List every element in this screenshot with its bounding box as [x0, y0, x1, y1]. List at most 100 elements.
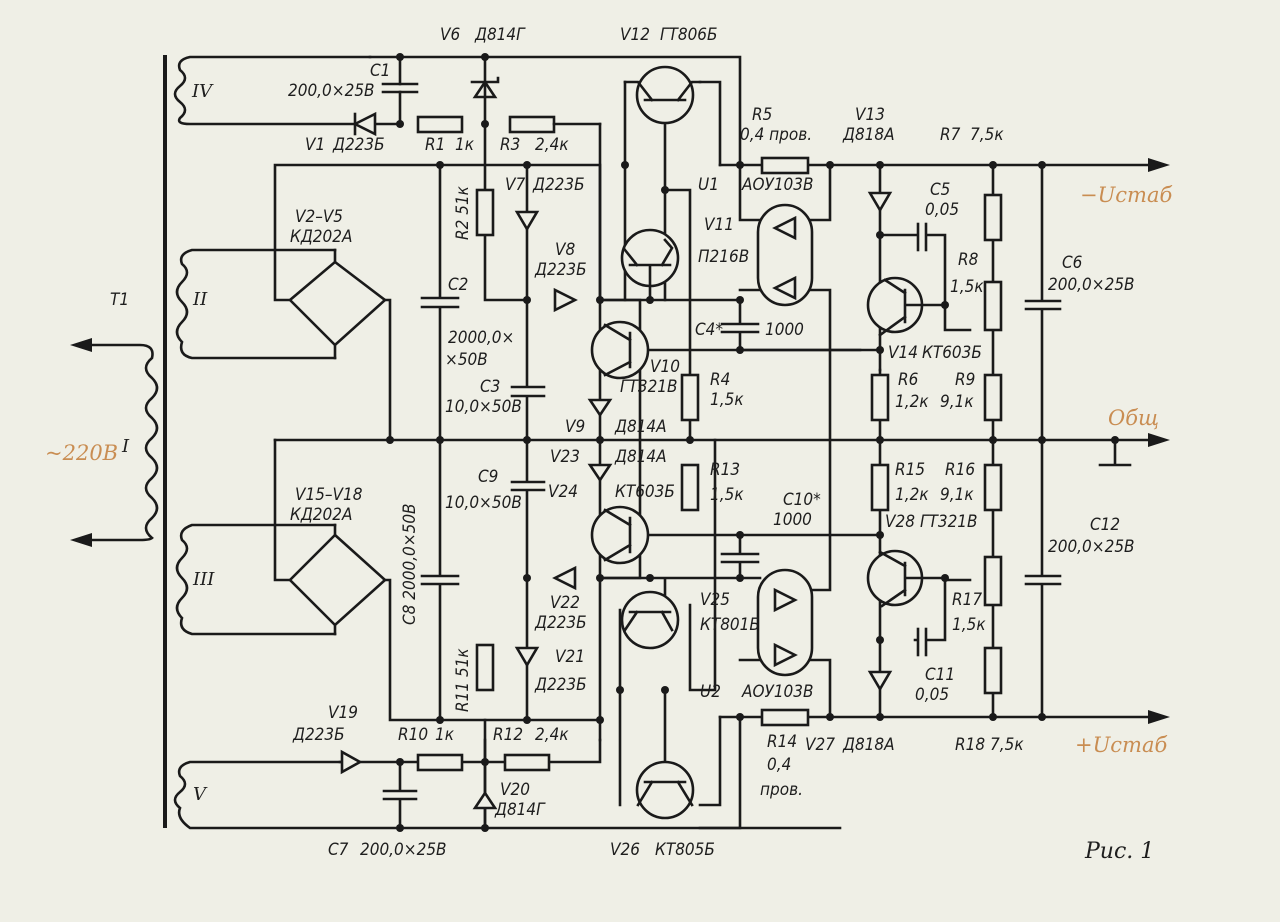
- label-v19-ref: V19: [328, 703, 358, 723]
- capacitor-c9: [510, 480, 546, 492]
- capacitor-c1: [381, 55, 419, 126]
- label-c6-value: 200,0×25В: [1048, 275, 1135, 295]
- transistor-v26: [635, 760, 695, 820]
- neg-output-arrow-icon: [1148, 158, 1170, 172]
- label-r5-value: 0,4 пров.: [740, 125, 812, 145]
- label-winding-v: V: [193, 784, 208, 805]
- label-v14-ref: V14: [888, 343, 918, 363]
- label-mains-voltage: ~220В: [45, 441, 118, 465]
- label-common-output: Общ: [1108, 406, 1159, 430]
- label-r3-ref: R3: [500, 135, 520, 155]
- resistor-r14: [760, 708, 810, 727]
- mains-arrow-bottom-icon: [70, 533, 92, 547]
- capacitor-c12: [1024, 574, 1062, 586]
- label-r15-value: 1,2к: [895, 485, 929, 505]
- label-v27-ref: V27: [805, 735, 835, 755]
- label-v1-value: Д223Б: [332, 135, 385, 155]
- label-v13-ref: V13: [855, 105, 885, 125]
- label-c5-value: 0,05: [925, 200, 959, 220]
- label-c11-value: 0,05: [915, 685, 949, 705]
- u2-photodiode-icon: [773, 587, 798, 613]
- resistor-r17: [983, 555, 1003, 607]
- zener-v27: [867, 670, 893, 692]
- capacitor-c8: [420, 574, 460, 586]
- winding-v: [173, 760, 842, 830]
- bridge-v2-v5: [288, 260, 388, 347]
- label-v1-ref: V1: [305, 135, 325, 155]
- mains-arrow-top-icon: [70, 338, 92, 352]
- labels: T1 I ~220В II III IV V C1 200,0×25В V1 Д…: [45, 25, 1172, 864]
- label-r7-value: 7,5к: [970, 125, 1004, 145]
- label-v28-value: ГТ321В: [920, 512, 978, 532]
- label-v2v5-value: КД202А: [290, 227, 352, 247]
- label-c11-ref: C11: [925, 665, 955, 685]
- label-v12-ref: V12: [620, 25, 650, 45]
- label-c4-ref: C4*: [695, 320, 723, 340]
- label-r1-value: 1к: [455, 135, 475, 155]
- label-r7-ref: R7: [940, 125, 961, 145]
- label-r15-ref: R15: [895, 460, 925, 480]
- zener-v20: [472, 790, 498, 810]
- figure-caption: Рис. 1: [1084, 839, 1154, 864]
- label-v15v18-ref: V15–V18: [295, 485, 363, 505]
- junctions: [386, 53, 1119, 832]
- zener-v9: [587, 398, 613, 418]
- label-v10-value: ГТ321В: [620, 377, 678, 397]
- resistor-r8: [983, 280, 1003, 332]
- capacitor-c6: [1024, 299, 1062, 311]
- resistor-r1: [416, 115, 464, 134]
- label-v26-ref: V26: [610, 840, 640, 860]
- label-c10-value: 1000: [773, 510, 812, 530]
- label-v26-value: КТ805Б: [655, 840, 715, 860]
- diode-v1: [352, 111, 377, 137]
- label-pos-output: +Uстаб: [1075, 733, 1167, 757]
- label-r4-ref: R4: [710, 370, 730, 390]
- label-v10-ref: V10: [650, 357, 680, 377]
- label-v21-value: Д223Б: [534, 675, 587, 695]
- capacitor-c5: [916, 222, 928, 252]
- label-v20-value: Д814Г: [494, 800, 546, 820]
- label-r6-ref: R6: [898, 370, 919, 390]
- label-c10-ref: C10*: [783, 490, 821, 510]
- label-winding-iv: IV: [191, 81, 214, 102]
- diode-v7: [514, 210, 540, 232]
- label-v7-ref: V7: [505, 175, 525, 195]
- label-c2-value-2: ×50В: [445, 350, 488, 370]
- label-r13-ref: R13: [710, 460, 740, 480]
- capacitor-c7: [382, 789, 419, 801]
- resistor-r18: [983, 646, 1003, 695]
- label-v22-ref: V22: [550, 593, 580, 613]
- label-r3-value: 2,4к: [535, 135, 569, 155]
- label-c2-ref: C2: [448, 275, 468, 295]
- transformer-t1: [70, 55, 842, 830]
- label-v9-value: Д814А: [614, 417, 667, 437]
- label-c1-value: 200,0×25В: [288, 81, 375, 101]
- label-r12-ref: R12: [493, 725, 523, 745]
- label-c5-ref: C5: [930, 180, 950, 200]
- label-v8-value: Д223Б: [534, 260, 587, 280]
- label-v9-ref: V9: [565, 417, 585, 437]
- label-v15v18-value: КД202А: [290, 505, 352, 525]
- capacitor-c4: [720, 322, 760, 334]
- label-u1-ref: U1: [698, 175, 719, 195]
- resistor-r5: [760, 156, 810, 175]
- resistor-r9: [983, 373, 1003, 422]
- label-v7-value: Д223Б: [532, 175, 585, 195]
- label-r16-value: 9,1к: [940, 485, 974, 505]
- wires: [273, 55, 1170, 830]
- label-t1: T1: [110, 290, 129, 310]
- label-v2v5-ref: V2–V5: [295, 207, 343, 227]
- label-r5-ref: R5: [752, 105, 772, 125]
- resistor-r4: [680, 373, 700, 422]
- label-c12-value: 200,0×25В: [1048, 537, 1135, 557]
- label-r18-ref: R18: [955, 735, 985, 755]
- label-r4-value: 1,5к: [710, 390, 744, 410]
- label-r2: R2 51к: [453, 185, 473, 240]
- bridge-v15-v18: [288, 533, 387, 627]
- label-v24-ref: V24: [548, 482, 578, 502]
- optocoupler-u1: [756, 203, 814, 307]
- components: [340, 55, 1062, 820]
- label-v8-ref: V8: [555, 240, 575, 260]
